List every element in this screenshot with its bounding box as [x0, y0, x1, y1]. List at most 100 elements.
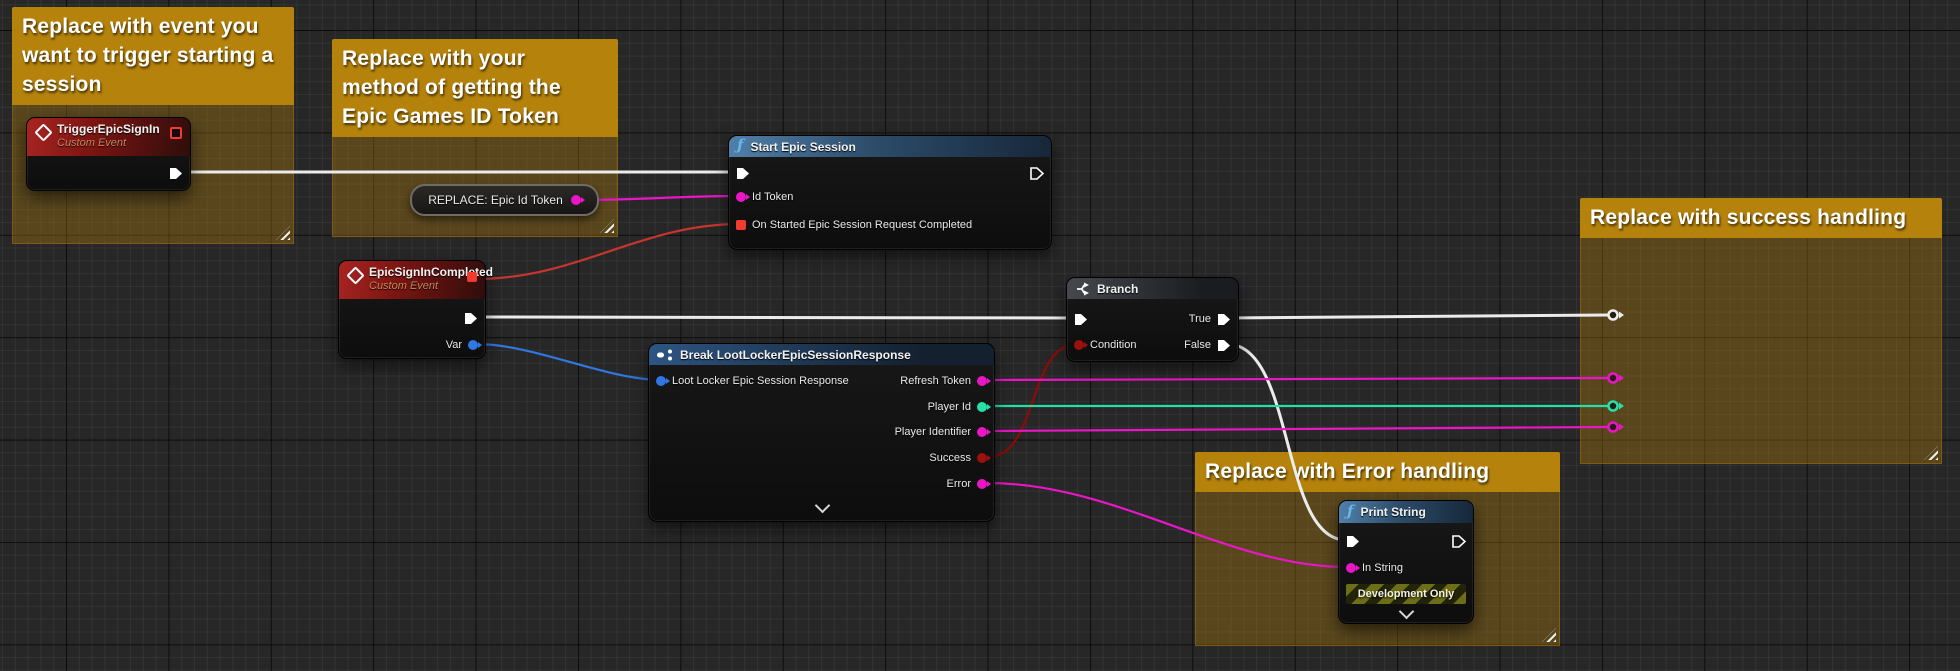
struct-input-pin[interactable] [656, 376, 670, 386]
node-trigger-epic-sign-in[interactable]: TriggerEpicSignIn Custom Event [26, 117, 191, 191]
string-output-pin[interactable] [977, 376, 991, 386]
pin-label: Condition [1090, 339, 1137, 351]
exec-in-pin-row[interactable] [1074, 309, 1088, 329]
player-id-pin-row[interactable]: Player Id [927, 397, 991, 417]
delegate-pin[interactable] [736, 220, 746, 230]
wire-bool-success-to-condition[interactable] [987, 342, 1078, 459]
exec-in-pin-row[interactable] [1346, 531, 1360, 551]
exec-pin-icon[interactable] [736, 167, 750, 180]
exec-in-pin-row[interactable] [736, 163, 750, 183]
string-output-pin[interactable] [977, 479, 991, 489]
node-replace-epic-id-token[interactable]: REPLACE: Epic Id Token [410, 184, 599, 216]
exec-pin-icon[interactable] [464, 312, 478, 325]
wire-string-player-identifier[interactable] [987, 425, 1609, 433]
node-start-epic-session-header[interactable]: ƒ Start Epic Session [729, 136, 1051, 157]
wire-delegate-red[interactable] [475, 222, 741, 281]
node-epic-sign-in-completed[interactable]: EpicSignInCompleted Custom Event Var [338, 260, 493, 359]
exec-pin-icon[interactable] [1030, 166, 1044, 180]
int-output-pin[interactable] [977, 402, 991, 412]
comment-success-handling[interactable]: Replace with success handling [1580, 198, 1942, 464]
node-branch[interactable]: Branch Condition True False [1066, 277, 1239, 362]
node-title: TriggerEpicSignIn [57, 122, 160, 136]
custom-event-icon [34, 123, 53, 142]
pin-label: Success [929, 452, 971, 464]
wire-string-refresh-token[interactable] [987, 376, 1609, 382]
error-pin-row[interactable]: Error [946, 474, 991, 494]
comment-error-handling-title[interactable]: Replace with Error handling [1195, 452, 1560, 492]
node-title: Branch [1097, 281, 1139, 296]
comment-success-handling-title[interactable]: Replace with success handling [1580, 198, 1942, 238]
node-start-epic-session[interactable]: ƒ Start Epic Session Id Token On Started… [728, 135, 1052, 250]
exec-pin-icon[interactable] [1074, 313, 1088, 326]
pin-label: True [1188, 313, 1211, 325]
exec-pin-icon[interactable] [169, 167, 183, 180]
wire-knot-refresh-token[interactable] [1607, 372, 1625, 384]
node-title: Start Epic Session [750, 139, 856, 154]
condition-pin-row[interactable]: Condition [1074, 335, 1136, 355]
string-input-pin[interactable] [736, 192, 750, 202]
pin-label: Refresh Token [900, 375, 971, 387]
exec-pin-icon[interactable] [1346, 535, 1360, 548]
bool-output-pin[interactable] [977, 453, 991, 463]
wire-knot-exec[interactable] [1607, 309, 1625, 321]
exec-out-pin-row[interactable] [1452, 531, 1466, 551]
id-token-pin-row[interactable]: Id Token [736, 187, 793, 207]
struct-input-pin-row[interactable]: Loot Locker Epic Session Response [656, 371, 849, 391]
exec-pin-icon[interactable] [1452, 534, 1466, 548]
development-only-label: Development Only [1357, 588, 1455, 600]
string-output-pin[interactable] [571, 195, 585, 205]
struct-output-pin[interactable] [468, 340, 482, 350]
pin-label: Id Token [752, 191, 794, 203]
node-title: Print String [1360, 505, 1426, 519]
comment-token-method-title[interactable]: Replace with your method of getting the … [332, 39, 618, 137]
wire-knot-player-identifier[interactable] [1607, 421, 1625, 433]
bool-input-pin[interactable] [1074, 340, 1088, 350]
pin-label: In String [1362, 562, 1403, 574]
comment-trigger-event-title[interactable]: Replace with event you want to trigger s… [12, 7, 294, 105]
node-title: EpicSignInCompleted [369, 265, 494, 279]
node-epic-sign-in-completed-header[interactable]: EpicSignInCompleted Custom Event [339, 261, 493, 299]
wire-exec-false-to-print[interactable] [1226, 342, 1347, 542]
delegate-pin[interactable] [170, 127, 182, 139]
pin-label: Player Id [927, 401, 971, 413]
break-struct-icon [657, 349, 672, 360]
function-icon: ƒ [737, 136, 744, 154]
string-input-pin[interactable] [1346, 563, 1360, 573]
var-pin-row[interactable]: Var [446, 335, 482, 355]
player-identifier-pin-row[interactable]: Player Identifier [895, 422, 991, 442]
wire-string-token[interactable] [575, 194, 743, 202]
node-branch-header[interactable]: Branch [1067, 278, 1238, 299]
wire-knot-player-id[interactable] [1607, 400, 1625, 412]
string-output-pin[interactable] [977, 427, 991, 437]
branch-icon [1077, 282, 1089, 295]
exec-out-pin-row[interactable] [464, 308, 478, 328]
node-print-string[interactable]: ƒ Print String In String Development Onl… [1338, 500, 1474, 624]
chevron-down-icon[interactable] [1398, 603, 1415, 620]
refresh-token-pin-row[interactable]: Refresh Token [900, 371, 991, 391]
pin-label: Error [946, 478, 971, 490]
delegate-pin[interactable] [467, 272, 477, 282]
on-started-delegate-pin-row[interactable]: On Started Epic Session Request Complete… [736, 215, 972, 235]
in-string-pin-row[interactable]: In String [1346, 558, 1403, 578]
node-print-string-header[interactable]: ƒ Print String [1339, 501, 1473, 523]
wire-struct-var-to-break[interactable] [475, 342, 663, 382]
node-break-lootlocker-epic-session-response[interactable]: Break LootLockerEpicSessionResponse Loot… [648, 343, 995, 522]
exec-out-pin-row[interactable] [169, 163, 183, 183]
node-break-header[interactable]: Break LootLockerEpicSessionResponse [649, 344, 994, 365]
wire-exec-completed-to-branch[interactable] [474, 315, 1077, 320]
exec-pin-icon[interactable] [1217, 313, 1231, 326]
false-pin-row[interactable]: False [1184, 335, 1231, 355]
exec-pin-icon[interactable] [1217, 339, 1231, 352]
exec-out-pin-row[interactable] [1030, 163, 1044, 183]
success-pin-row[interactable]: Success [929, 448, 991, 468]
node-subtitle: Custom Event [369, 280, 439, 292]
node-trigger-epic-sign-in-header[interactable]: TriggerEpicSignIn Custom Event [27, 118, 190, 156]
wire-string-error-to-instring[interactable] [987, 481, 1347, 569]
pin-label: On Started Epic Session Request Complete… [752, 219, 973, 231]
custom-event-icon [346, 266, 365, 285]
true-pin-row[interactable]: True [1189, 309, 1231, 329]
wire-exec-true[interactable] [1226, 313, 1609, 320]
chevron-down-icon[interactable] [814, 497, 830, 514]
